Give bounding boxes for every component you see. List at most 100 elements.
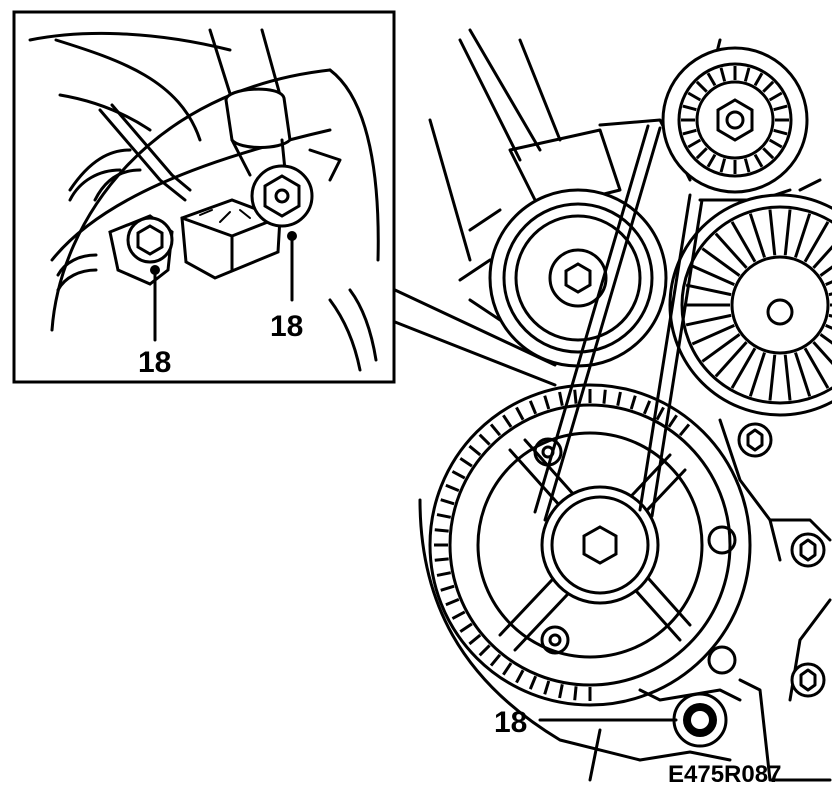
radial-stroke bbox=[701, 247, 741, 277]
radial-stroke bbox=[459, 457, 473, 468]
radial-stroke bbox=[768, 354, 777, 401]
radial-stroke bbox=[489, 423, 502, 437]
radial-stroke bbox=[687, 138, 702, 149]
radial-stroke bbox=[573, 686, 578, 701]
radial-stroke bbox=[573, 389, 578, 404]
radial-stroke bbox=[436, 571, 452, 577]
radial-stroke bbox=[812, 245, 832, 269]
tensioner-pulley bbox=[488, 188, 668, 368]
radial-stroke bbox=[753, 153, 764, 168]
radial-stroke bbox=[719, 67, 727, 82]
radial-stroke bbox=[701, 333, 741, 363]
engine-main-view bbox=[418, 28, 832, 782]
idler-pulley-top bbox=[661, 46, 809, 194]
radial-stroke bbox=[753, 72, 764, 87]
radial-stroke bbox=[515, 406, 525, 421]
radial-stroke bbox=[773, 128, 788, 136]
inset-detail: 18 18 bbox=[12, 10, 557, 387]
radial-stroke bbox=[714, 232, 748, 269]
radial-stroke bbox=[714, 341, 748, 378]
radial-stroke bbox=[748, 352, 766, 397]
radial-stroke bbox=[436, 513, 452, 519]
radial-stroke bbox=[819, 265, 832, 277]
inset-nut-left bbox=[108, 214, 174, 286]
radial-stroke bbox=[691, 323, 735, 346]
radial-stroke bbox=[685, 283, 732, 297]
inset-nut-right bbox=[250, 164, 314, 241]
radial-stroke bbox=[794, 352, 812, 397]
radial-stroke bbox=[706, 72, 717, 87]
radial-stroke bbox=[773, 104, 788, 112]
radial-stroke bbox=[682, 104, 697, 112]
inset-terminal-block bbox=[180, 198, 282, 280]
radial-stroke bbox=[803, 347, 830, 389]
side-bolts bbox=[737, 422, 826, 698]
radial-stroke bbox=[743, 67, 751, 82]
radial-stroke bbox=[803, 221, 830, 263]
radial-stroke bbox=[629, 395, 637, 410]
radial-stroke bbox=[543, 680, 551, 695]
pulley-fins bbox=[684, 209, 832, 401]
figure-reference: E475R087 bbox=[668, 761, 781, 788]
pulley-teeth bbox=[681, 66, 789, 174]
radial-stroke bbox=[445, 483, 460, 493]
radial-stroke bbox=[515, 669, 525, 684]
drive-belt bbox=[533, 124, 704, 522]
crank-teeth bbox=[434, 389, 691, 701]
radial-stroke bbox=[768, 138, 783, 149]
radial-stroke bbox=[434, 528, 449, 533]
radial-stroke bbox=[819, 333, 832, 345]
radial-stroke bbox=[478, 433, 491, 446]
inset-left-callout: 18 bbox=[138, 346, 171, 379]
radial-stroke bbox=[695, 147, 708, 160]
radial-stroke bbox=[794, 213, 812, 258]
inset-right-callout: 18 bbox=[270, 310, 303, 343]
radial-stroke bbox=[812, 341, 832, 365]
radial-stroke bbox=[783, 354, 792, 401]
radial-stroke bbox=[543, 395, 551, 410]
radial-stroke bbox=[616, 391, 622, 407]
radial-stroke bbox=[685, 313, 732, 327]
radial-stroke bbox=[762, 80, 775, 93]
radial-stroke bbox=[768, 91, 783, 102]
radial-stroke bbox=[558, 683, 564, 699]
radial-stroke bbox=[687, 91, 702, 102]
radial-stroke bbox=[478, 644, 491, 657]
radial-stroke bbox=[730, 221, 757, 263]
radial-stroke bbox=[502, 414, 513, 428]
radial-stroke bbox=[691, 264, 735, 287]
radial-stroke bbox=[730, 347, 757, 389]
radial-stroke bbox=[528, 400, 538, 415]
radial-stroke bbox=[440, 498, 455, 506]
radial-stroke bbox=[502, 662, 513, 676]
inset-leader-line bbox=[393, 288, 557, 387]
radial-stroke bbox=[489, 653, 502, 667]
crankshaft-pulley bbox=[428, 383, 752, 707]
radial-stroke bbox=[528, 675, 538, 690]
radial-stroke bbox=[468, 444, 482, 457]
radial-stroke bbox=[783, 209, 792, 256]
radial-stroke bbox=[762, 147, 775, 160]
alternator-pulley bbox=[668, 193, 832, 417]
radial-stroke bbox=[682, 128, 697, 136]
radial-stroke bbox=[468, 633, 482, 646]
radial-stroke bbox=[440, 584, 455, 592]
radial-stroke bbox=[445, 597, 460, 607]
radial-stroke bbox=[748, 213, 766, 258]
radial-stroke bbox=[706, 153, 717, 168]
radial-stroke bbox=[678, 423, 691, 437]
radial-stroke bbox=[602, 389, 607, 404]
inset-frame bbox=[12, 10, 396, 384]
radial-stroke bbox=[768, 209, 777, 256]
radial-stroke bbox=[451, 470, 466, 480]
radial-stroke bbox=[434, 557, 449, 562]
radial-stroke bbox=[642, 400, 652, 415]
radial-stroke bbox=[695, 80, 708, 93]
radial-stroke bbox=[667, 414, 678, 428]
main-bottom-callout: 18 bbox=[494, 706, 527, 739]
radial-stroke bbox=[558, 391, 564, 407]
inset-cable bbox=[98, 28, 292, 202]
bottom-bolt-18 bbox=[588, 688, 742, 782]
housing-curve bbox=[418, 498, 642, 762]
